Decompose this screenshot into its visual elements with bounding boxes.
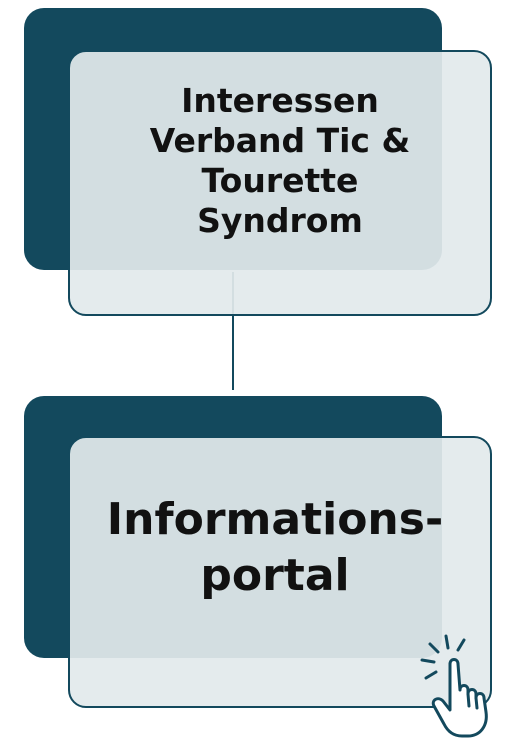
node-2-card[interactable] <box>68 436 492 708</box>
node-1-label: Interessen Verband Tic & Tourette Syndro… <box>70 52 430 270</box>
node-2-line-1: Informations- <box>106 494 444 545</box>
connector-line <box>232 272 234 390</box>
node-1-line-1: Interessen <box>181 81 379 120</box>
hand-pointer-click-icon <box>420 634 488 738</box>
node-1-line-3: Tourette Syndrom <box>197 161 363 240</box>
node-2-label: Informations- portal <box>106 438 444 658</box>
node-1-line-2: Verband Tic & <box>149 121 411 160</box>
node-1-card[interactable] <box>68 50 492 316</box>
node-2-line-2: portal <box>200 550 350 601</box>
